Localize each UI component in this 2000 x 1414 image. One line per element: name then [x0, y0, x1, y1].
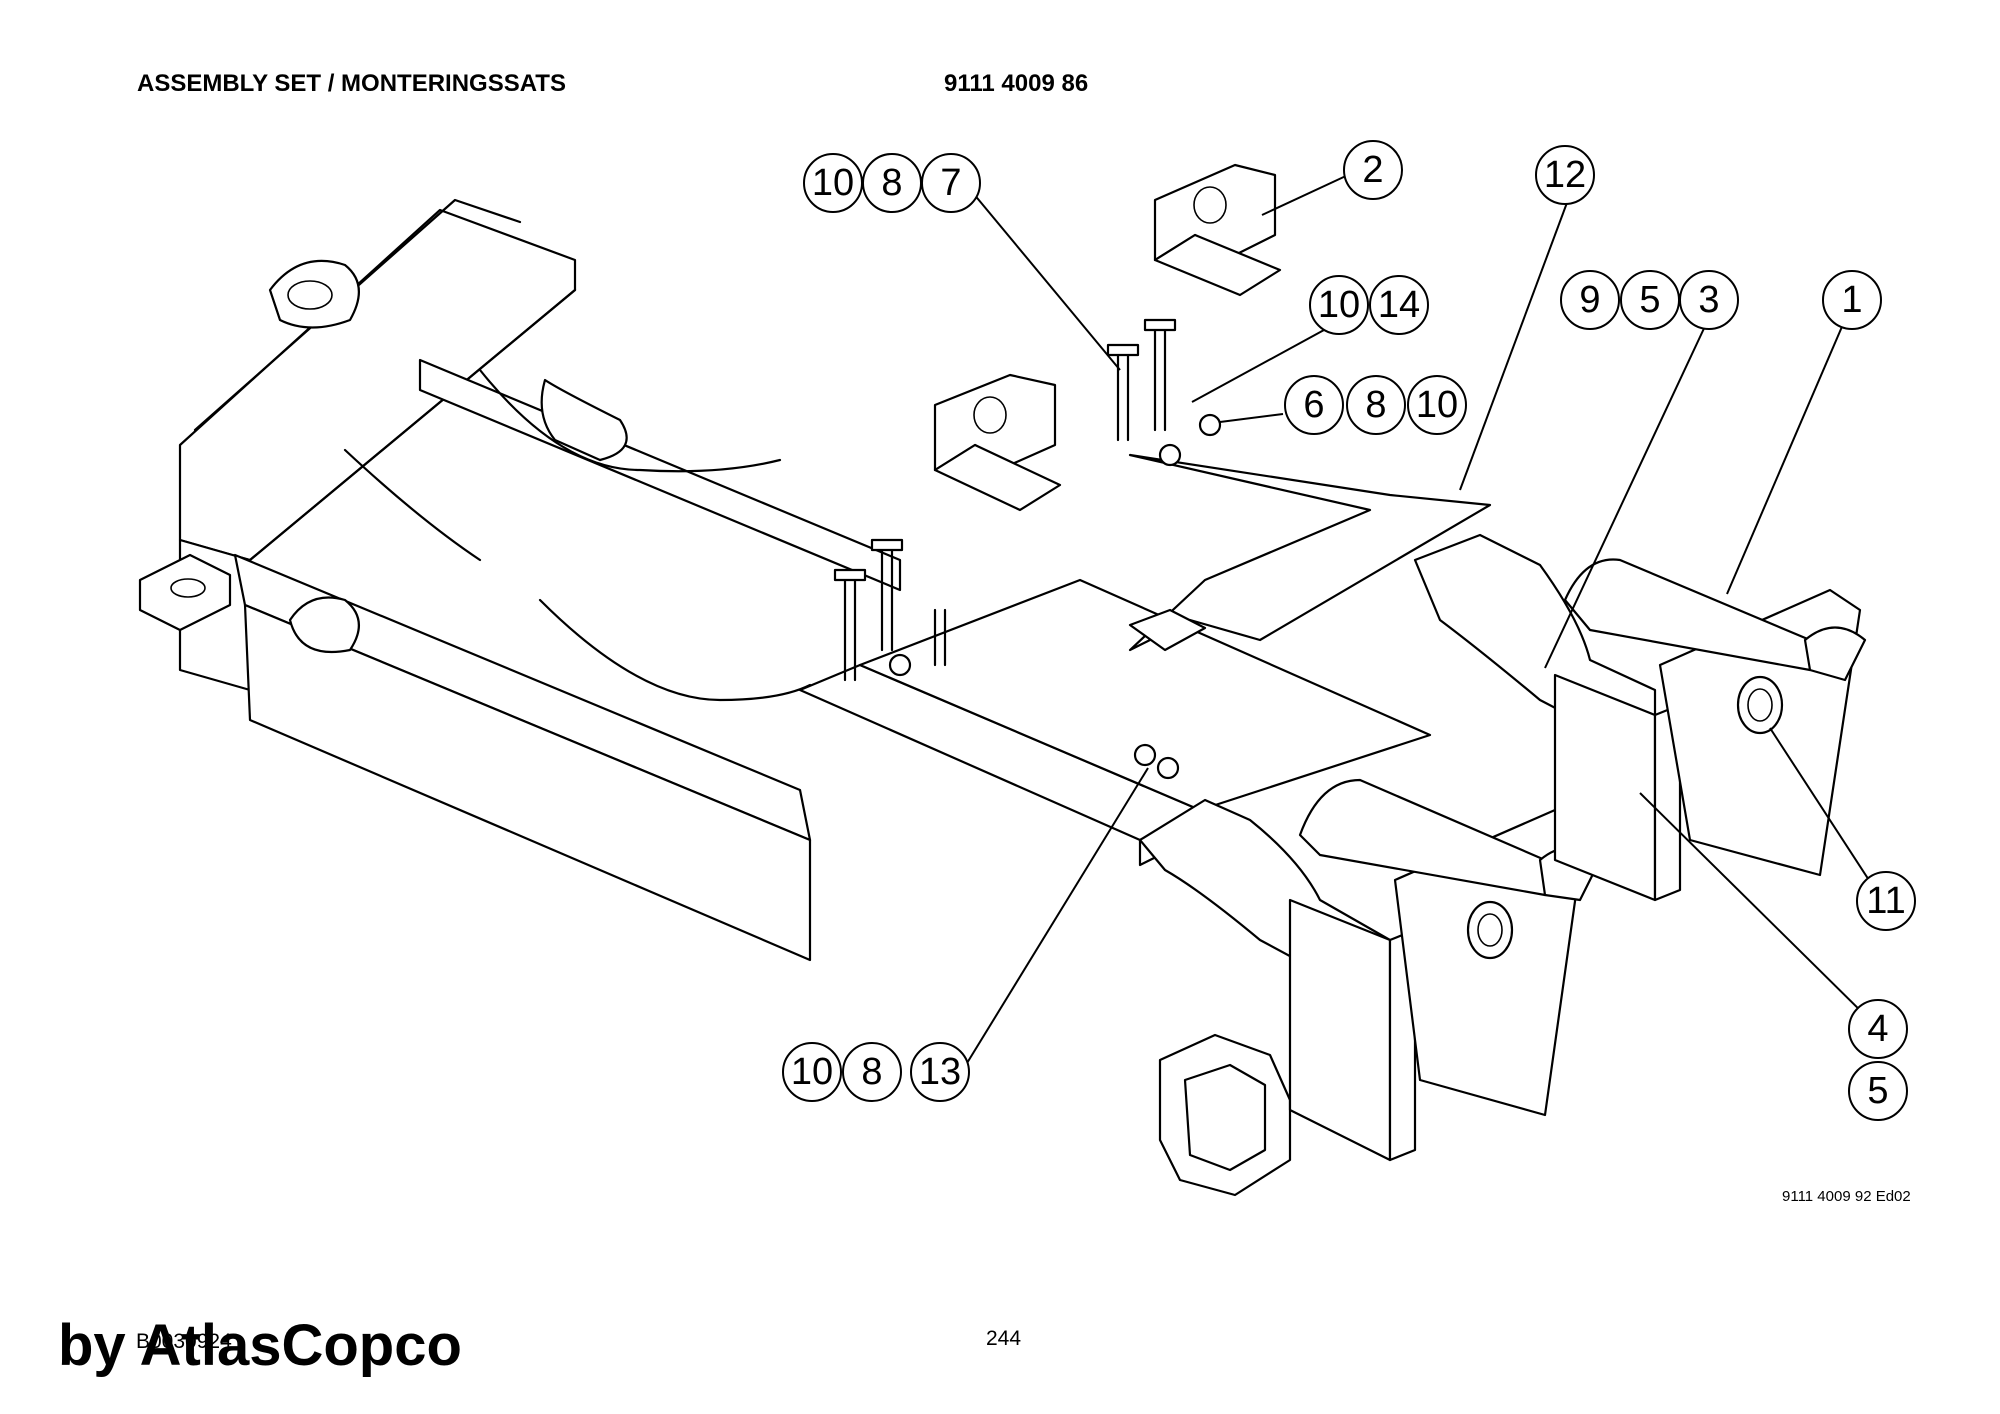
balloon-label: 8	[881, 162, 902, 204]
balloon-10-d: 10	[782, 1042, 842, 1102]
balloon-2: 2	[1343, 140, 1403, 200]
balloon-label: 10	[812, 162, 854, 204]
balloon-label: 8	[861, 1051, 882, 1093]
balloon-10-c: 10	[1407, 375, 1467, 435]
balloon-label: 9	[1579, 279, 1600, 321]
balloon-8-b: 8	[1346, 375, 1406, 435]
balloon-label: 5	[1639, 279, 1660, 321]
balloon-13: 13	[910, 1042, 970, 1102]
balloon-label: 4	[1867, 1008, 1888, 1050]
balloon-8-c: 8	[842, 1042, 902, 1102]
balloon-label: 1	[1841, 279, 1862, 321]
balloon-3: 3	[1679, 270, 1739, 330]
balloon-11: 11	[1856, 871, 1916, 931]
balloon-label: 11	[1866, 880, 1905, 922]
balloon-label: 10	[1416, 384, 1458, 426]
balloon-label: 12	[1544, 154, 1586, 196]
balloon-9: 9	[1560, 270, 1620, 330]
balloon-10-b: 10	[1309, 275, 1369, 335]
part-number: 9111 4009 86	[944, 70, 1089, 97]
page-number: 244	[986, 1327, 1022, 1350]
balloon-label: 6	[1303, 384, 1324, 426]
balloon-label: 13	[919, 1051, 961, 1093]
balloon-10-a: 10	[803, 153, 863, 213]
balloon-1: 1	[1822, 270, 1882, 330]
balloon-label: 3	[1698, 279, 1719, 321]
rear-crossmember	[178, 208, 577, 562]
balloon-12: 12	[1535, 145, 1595, 205]
balloon-14: 14	[1369, 275, 1429, 335]
balloon-label: 7	[940, 162, 961, 204]
balloon-label: 10	[1318, 284, 1360, 326]
callout-balloons: 10 8 7 2 12 10 14 9 5 3 1 6 8 10 11 4 5 …	[782, 140, 1916, 1121]
brand-watermark: by AtlasCopco	[58, 1313, 462, 1378]
balloon-label: 5	[1867, 1070, 1888, 1112]
drawing-reference: 9111 4009 92 Ed02	[1782, 1188, 1911, 1205]
upper-rail	[418, 358, 902, 592]
frame-drawing	[138, 163, 1867, 1197]
page-title: ASSEMBLY SET / MONTERINGSSATS	[137, 70, 566, 97]
leader-lines	[963, 174, 1879, 1069]
rear-mount-pad	[138, 553, 232, 632]
document-id: B0030924	[136, 1330, 232, 1353]
balloon-7: 7	[921, 153, 981, 213]
balloon-4: 4	[1848, 999, 1908, 1059]
pivot-bushing-near	[1466, 900, 1514, 960]
balloon-5-a: 5	[1620, 270, 1680, 330]
front-end-plate	[1288, 898, 1392, 1162]
front-end-plate-far	[1553, 673, 1657, 902]
balloon-label: 2	[1362, 149, 1383, 191]
balloon-5-b: 5	[1848, 1061, 1908, 1121]
balloon-label: 14	[1378, 284, 1420, 326]
balloon-6: 6	[1284, 375, 1344, 435]
balloon-label: 10	[791, 1051, 833, 1093]
balloon-8-a: 8	[862, 153, 922, 213]
balloon-label: 8	[1365, 384, 1386, 426]
bolt-group	[833, 318, 1222, 780]
pivot-bushing-far	[1736, 675, 1784, 735]
